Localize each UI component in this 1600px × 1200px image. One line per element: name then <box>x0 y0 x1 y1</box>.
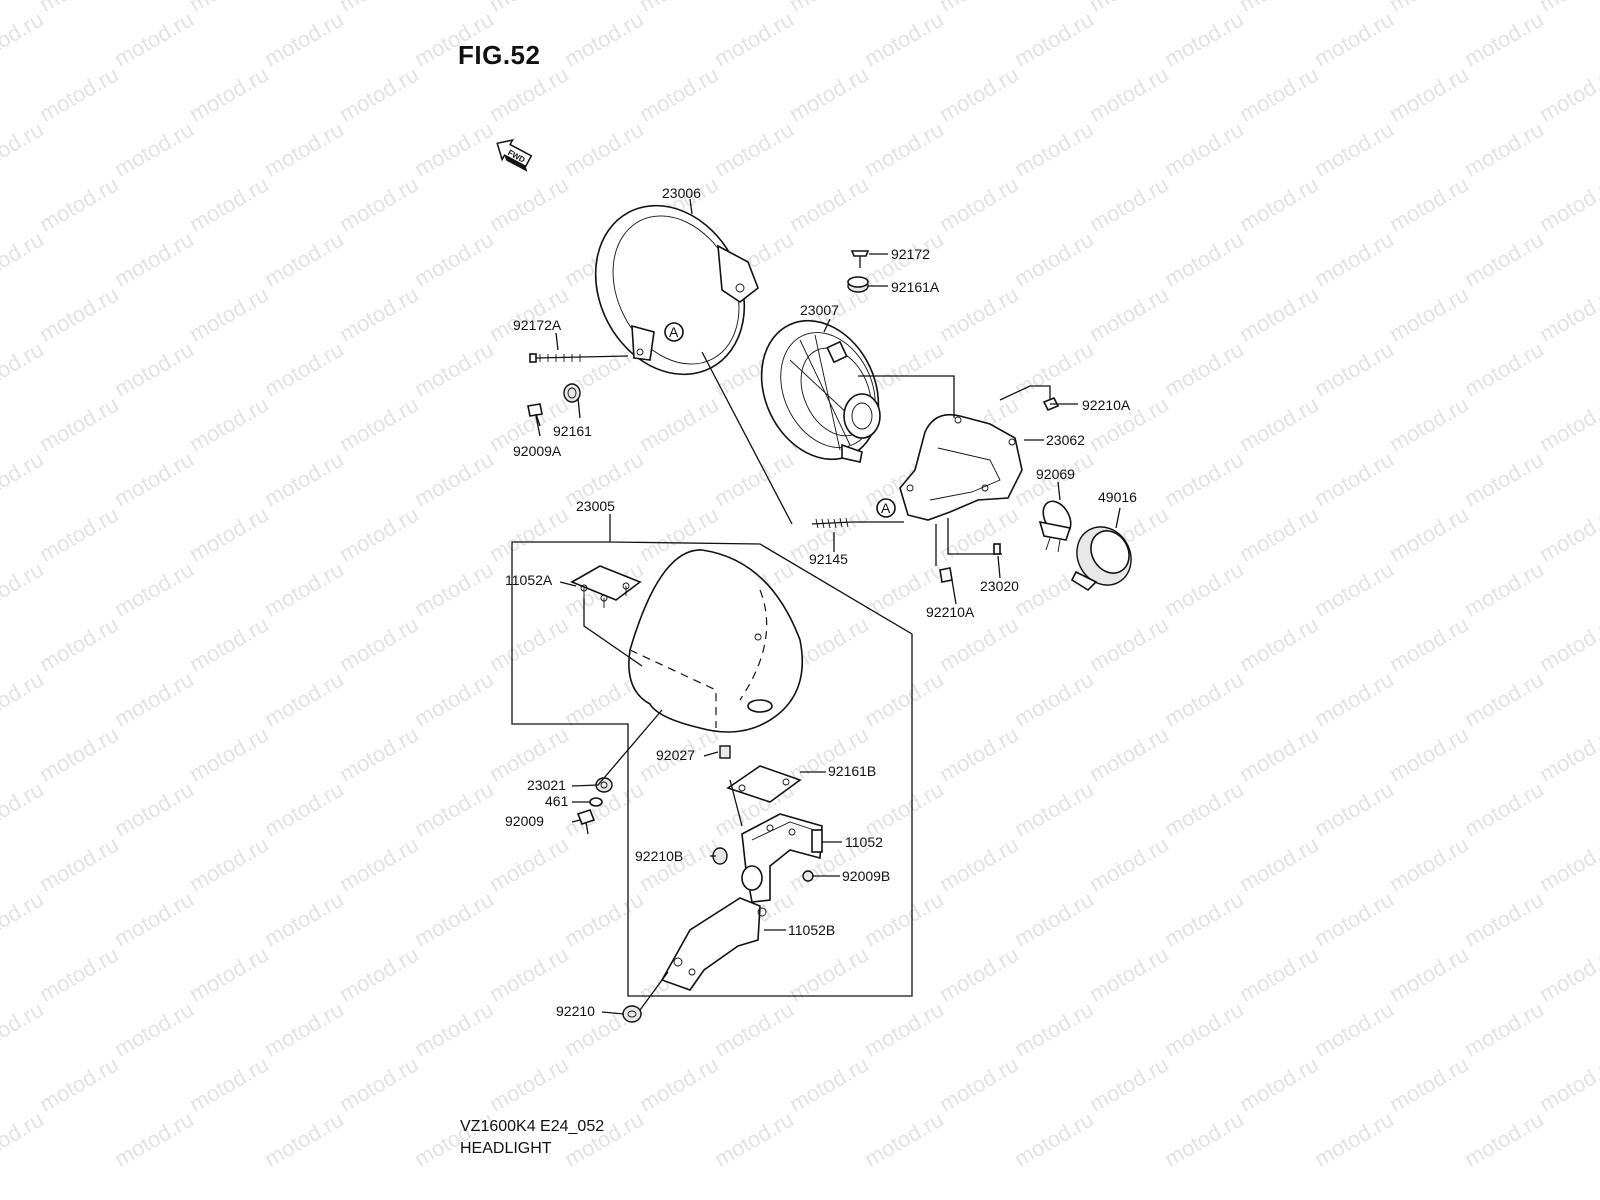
label-23005: 23005 <box>576 498 615 514</box>
label-92161A: 92161A <box>891 279 940 295</box>
label-11052A: 11052A <box>505 572 553 588</box>
model-code: VZ1600K4 E24_052 <box>460 1118 605 1135</box>
label-23020: 23020 <box>980 578 1019 594</box>
label-92027: 92027 <box>656 747 695 763</box>
label-92009B: 92009B <box>842 868 890 884</box>
hardware-parts <box>527 250 1060 1023</box>
section-name: HEADLIGHT <box>460 1140 552 1157</box>
label-92210: 92210 <box>556 1003 595 1019</box>
label-92210A-top: 92210A <box>1082 397 1131 413</box>
label-92145: 92145 <box>809 551 848 567</box>
reference-mark-a-upper: A <box>664 322 684 342</box>
reference-mark-a-lower: A <box>876 498 896 518</box>
part-bulb-cover <box>1070 526 1132 592</box>
label-92172: 92172 <box>891 246 930 262</box>
part-plate-11052a <box>570 565 642 608</box>
label-92069: 92069 <box>1036 466 1075 482</box>
label-23007: 23007 <box>800 302 839 318</box>
label-92161B: 92161B <box>828 763 876 779</box>
label-23062: 23062 <box>1046 432 1085 448</box>
label-92009A: 92009A <box>513 443 562 459</box>
part-headlight-lens <box>628 549 804 733</box>
part-bracket-11052b <box>660 897 767 991</box>
svg-text:A: A <box>881 500 891 516</box>
label-92161: 92161 <box>553 423 592 439</box>
label-92009: 92009 <box>505 813 544 829</box>
part-headlight-housing <box>594 204 759 376</box>
leader-lines <box>511 198 1121 1015</box>
part-plate-92161b <box>726 765 802 803</box>
svg-text:A: A <box>669 324 679 340</box>
part-headlight-bracket <box>899 413 1023 521</box>
fwd-arrow-icon: FWD <box>496 139 533 172</box>
part-labels: 23006 92172 92161A 23007 92172A 92210A 2… <box>505 185 1137 1019</box>
part-bulb <box>1038 500 1072 553</box>
part-bracket-11052 <box>741 813 823 903</box>
label-23006: 23006 <box>662 185 701 201</box>
label-11052: 11052 <box>845 834 883 850</box>
part-headlight-unit <box>760 319 881 463</box>
label-23021: 23021 <box>527 777 566 793</box>
label-92210B: 92210B <box>635 848 683 864</box>
label-92210A-bottom: 92210A <box>926 604 975 620</box>
label-49016: 49016 <box>1098 489 1137 505</box>
label-11052B: 11052B <box>788 922 835 938</box>
figure-title: FIG.52 <box>458 40 541 70</box>
label-92172A: 92172A <box>513 317 562 333</box>
label-461: 461 <box>545 793 569 809</box>
